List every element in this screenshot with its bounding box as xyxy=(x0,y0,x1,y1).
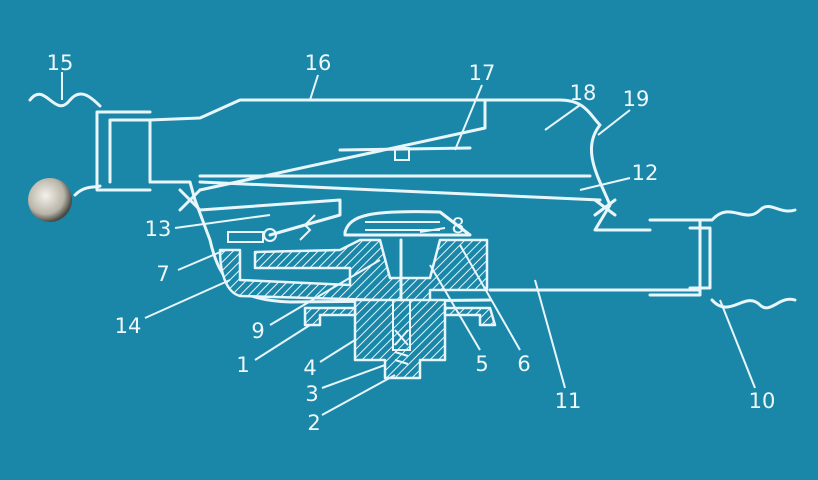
label-10: 10 xyxy=(749,389,776,413)
label-5: 5 xyxy=(475,352,488,376)
label-6: 6 xyxy=(517,352,530,376)
label-13: 13 xyxy=(145,217,172,241)
lower-bowl xyxy=(193,198,497,380)
label-16: 16 xyxy=(305,51,332,75)
punch-hole xyxy=(28,178,72,222)
label-11: 11 xyxy=(555,389,582,413)
label-19: 19 xyxy=(623,87,650,111)
label-18: 18 xyxy=(570,81,597,105)
upper-housing xyxy=(148,98,652,232)
label-9: 9 xyxy=(251,319,264,343)
label-7: 7 xyxy=(156,262,169,286)
label-3: 3 xyxy=(305,382,318,406)
label-12: 12 xyxy=(632,161,659,185)
part-labels: 15 16 17 18 19 12 13 8 7 14 9 1 4 3 2 5 … xyxy=(47,51,776,435)
leader-lines xyxy=(61,72,756,416)
label-1: 1 xyxy=(236,353,249,377)
label-14: 14 xyxy=(115,314,142,338)
label-8: 8 xyxy=(451,214,464,238)
label-17: 17 xyxy=(469,61,496,85)
outlet-pipe xyxy=(488,204,797,310)
label-15: 15 xyxy=(47,51,74,75)
label-4: 4 xyxy=(303,356,316,380)
label-2: 2 xyxy=(307,411,320,435)
